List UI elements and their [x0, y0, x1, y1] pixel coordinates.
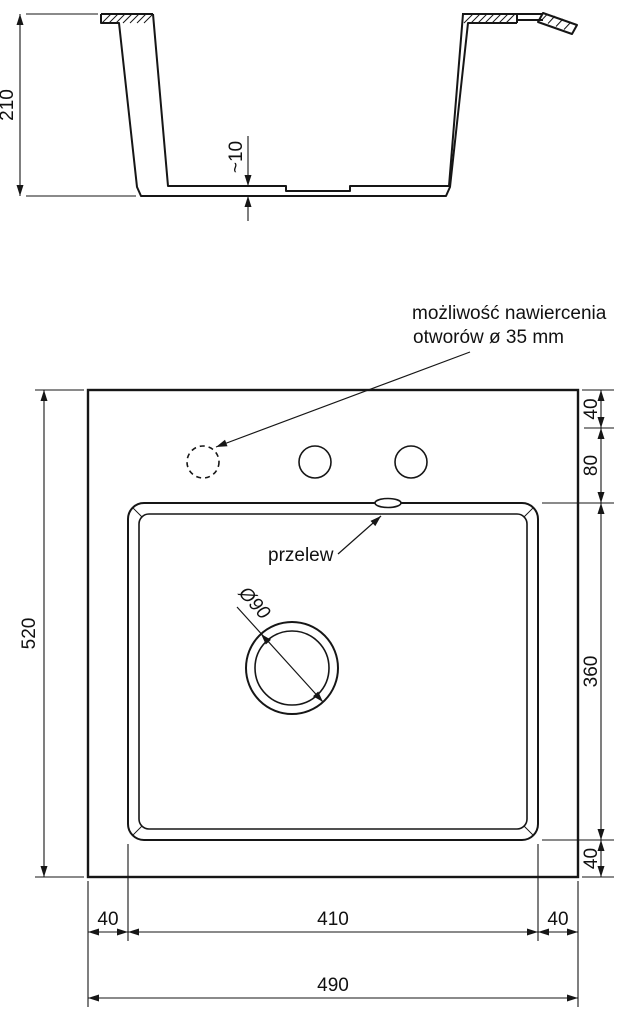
dim-bottom-thickness: ~10: [226, 141, 247, 173]
drill-note-line1: możliwość nawiercenia: [412, 303, 607, 324]
plan-view: [86, 388, 580, 879]
sink-outer-rect: [86, 388, 580, 879]
dim-bottom-offset: 40: [581, 848, 602, 869]
section-outer-profile: [100, 13, 543, 197]
bowl-inner: [138, 513, 528, 830]
section-dimensions: 210 ~10: [0, 13, 252, 221]
dim-left-offset: 40: [97, 909, 118, 930]
dim-right-offset: 40: [547, 909, 568, 930]
drill-hole-dashed-circle: [186, 445, 220, 479]
dim-total-height: 520: [19, 618, 40, 650]
faucet-hole-middle: [298, 445, 332, 479]
left-flange-hatch: [101, 13, 153, 24]
drill-note-line2: otworów ø 35 mm: [413, 327, 564, 348]
dim-section-depth: 210: [0, 89, 18, 121]
dim-top-offset: 40: [581, 398, 602, 419]
drain-inner-circle: [254, 630, 330, 706]
bowl-rim: [127, 502, 539, 841]
drain-outer-circle: [245, 621, 339, 715]
section-view: [100, 12, 578, 197]
overflow-label: przelew: [268, 545, 334, 566]
faucet-hole-right: [394, 445, 428, 479]
dim-total-width: 490: [317, 975, 349, 996]
right-flange-hatch: [463, 13, 516, 24]
dim-bowl-width: 410: [317, 909, 349, 930]
plan-dimensions: 520 40 80 360 40 40 410 40: [19, 389, 614, 1007]
annotations: możliwość nawiercenia otworów ø 35 mm pr…: [215, 303, 607, 703]
drain-diameter-label: Ø90: [234, 582, 275, 624]
dim-holes-band: 80: [581, 455, 602, 476]
edge-profile-piece: [537, 12, 578, 35]
section-inner-profile: [152, 13, 464, 192]
overflow-slot: [374, 497, 402, 509]
bowl-corner-ticks: [132, 507, 534, 836]
dim-bowl-height: 360: [581, 656, 602, 688]
